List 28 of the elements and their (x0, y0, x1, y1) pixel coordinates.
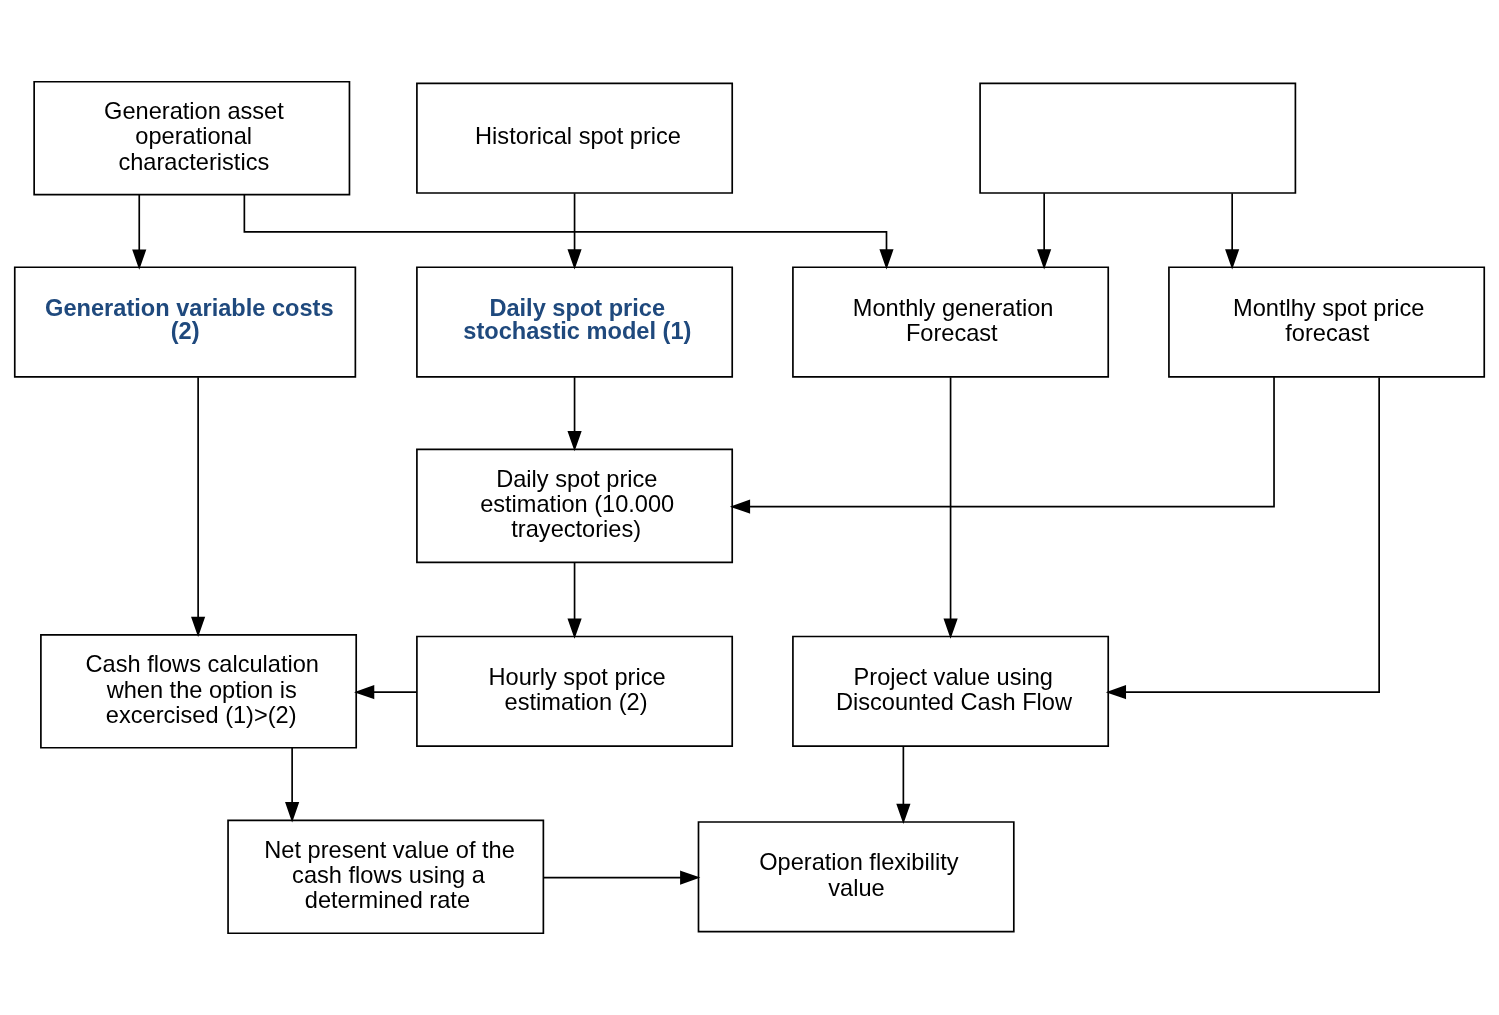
arrow (896, 745, 911, 825)
arrow (729, 376, 1275, 514)
arrow (943, 376, 958, 639)
node-box: Historical spot price (416, 82, 734, 194)
arrow (285, 747, 300, 823)
arrow (354, 685, 418, 700)
arrow (191, 376, 206, 637)
node-box: Hourly spot price estimation (2) (416, 635, 734, 747)
node-box (979, 82, 1297, 194)
arrow (132, 194, 147, 270)
arrow (567, 376, 582, 452)
arrow (567, 561, 582, 639)
arrow (1105, 376, 1380, 700)
node-box: Net present value of the cash flows using a determined rate (227, 819, 545, 935)
node-box: Cash flows calculation when the option is excercised (1)>(2) (40, 633, 358, 749)
arrow (567, 192, 582, 270)
node-box: Generation asset operational characteristics (33, 80, 351, 196)
node-box: Daily spot price estimation (10.000 trayectories) (416, 448, 734, 564)
node-box: Generation variable costs (2) (13, 266, 357, 378)
node-box: Daily spot price stochastic model (1) (416, 266, 734, 378)
arrow (542, 870, 701, 885)
node-box: Monthly generation Forecast (792, 266, 1110, 378)
arrow (1225, 192, 1240, 270)
node-box: Operation flexibility value (697, 821, 1015, 933)
arrow (1037, 192, 1052, 270)
arrow (243, 193, 894, 270)
node-box: Montlhy spot price forecast (1168, 266, 1486, 378)
node-box: Project value using Discounted Cash Flow (792, 635, 1110, 747)
